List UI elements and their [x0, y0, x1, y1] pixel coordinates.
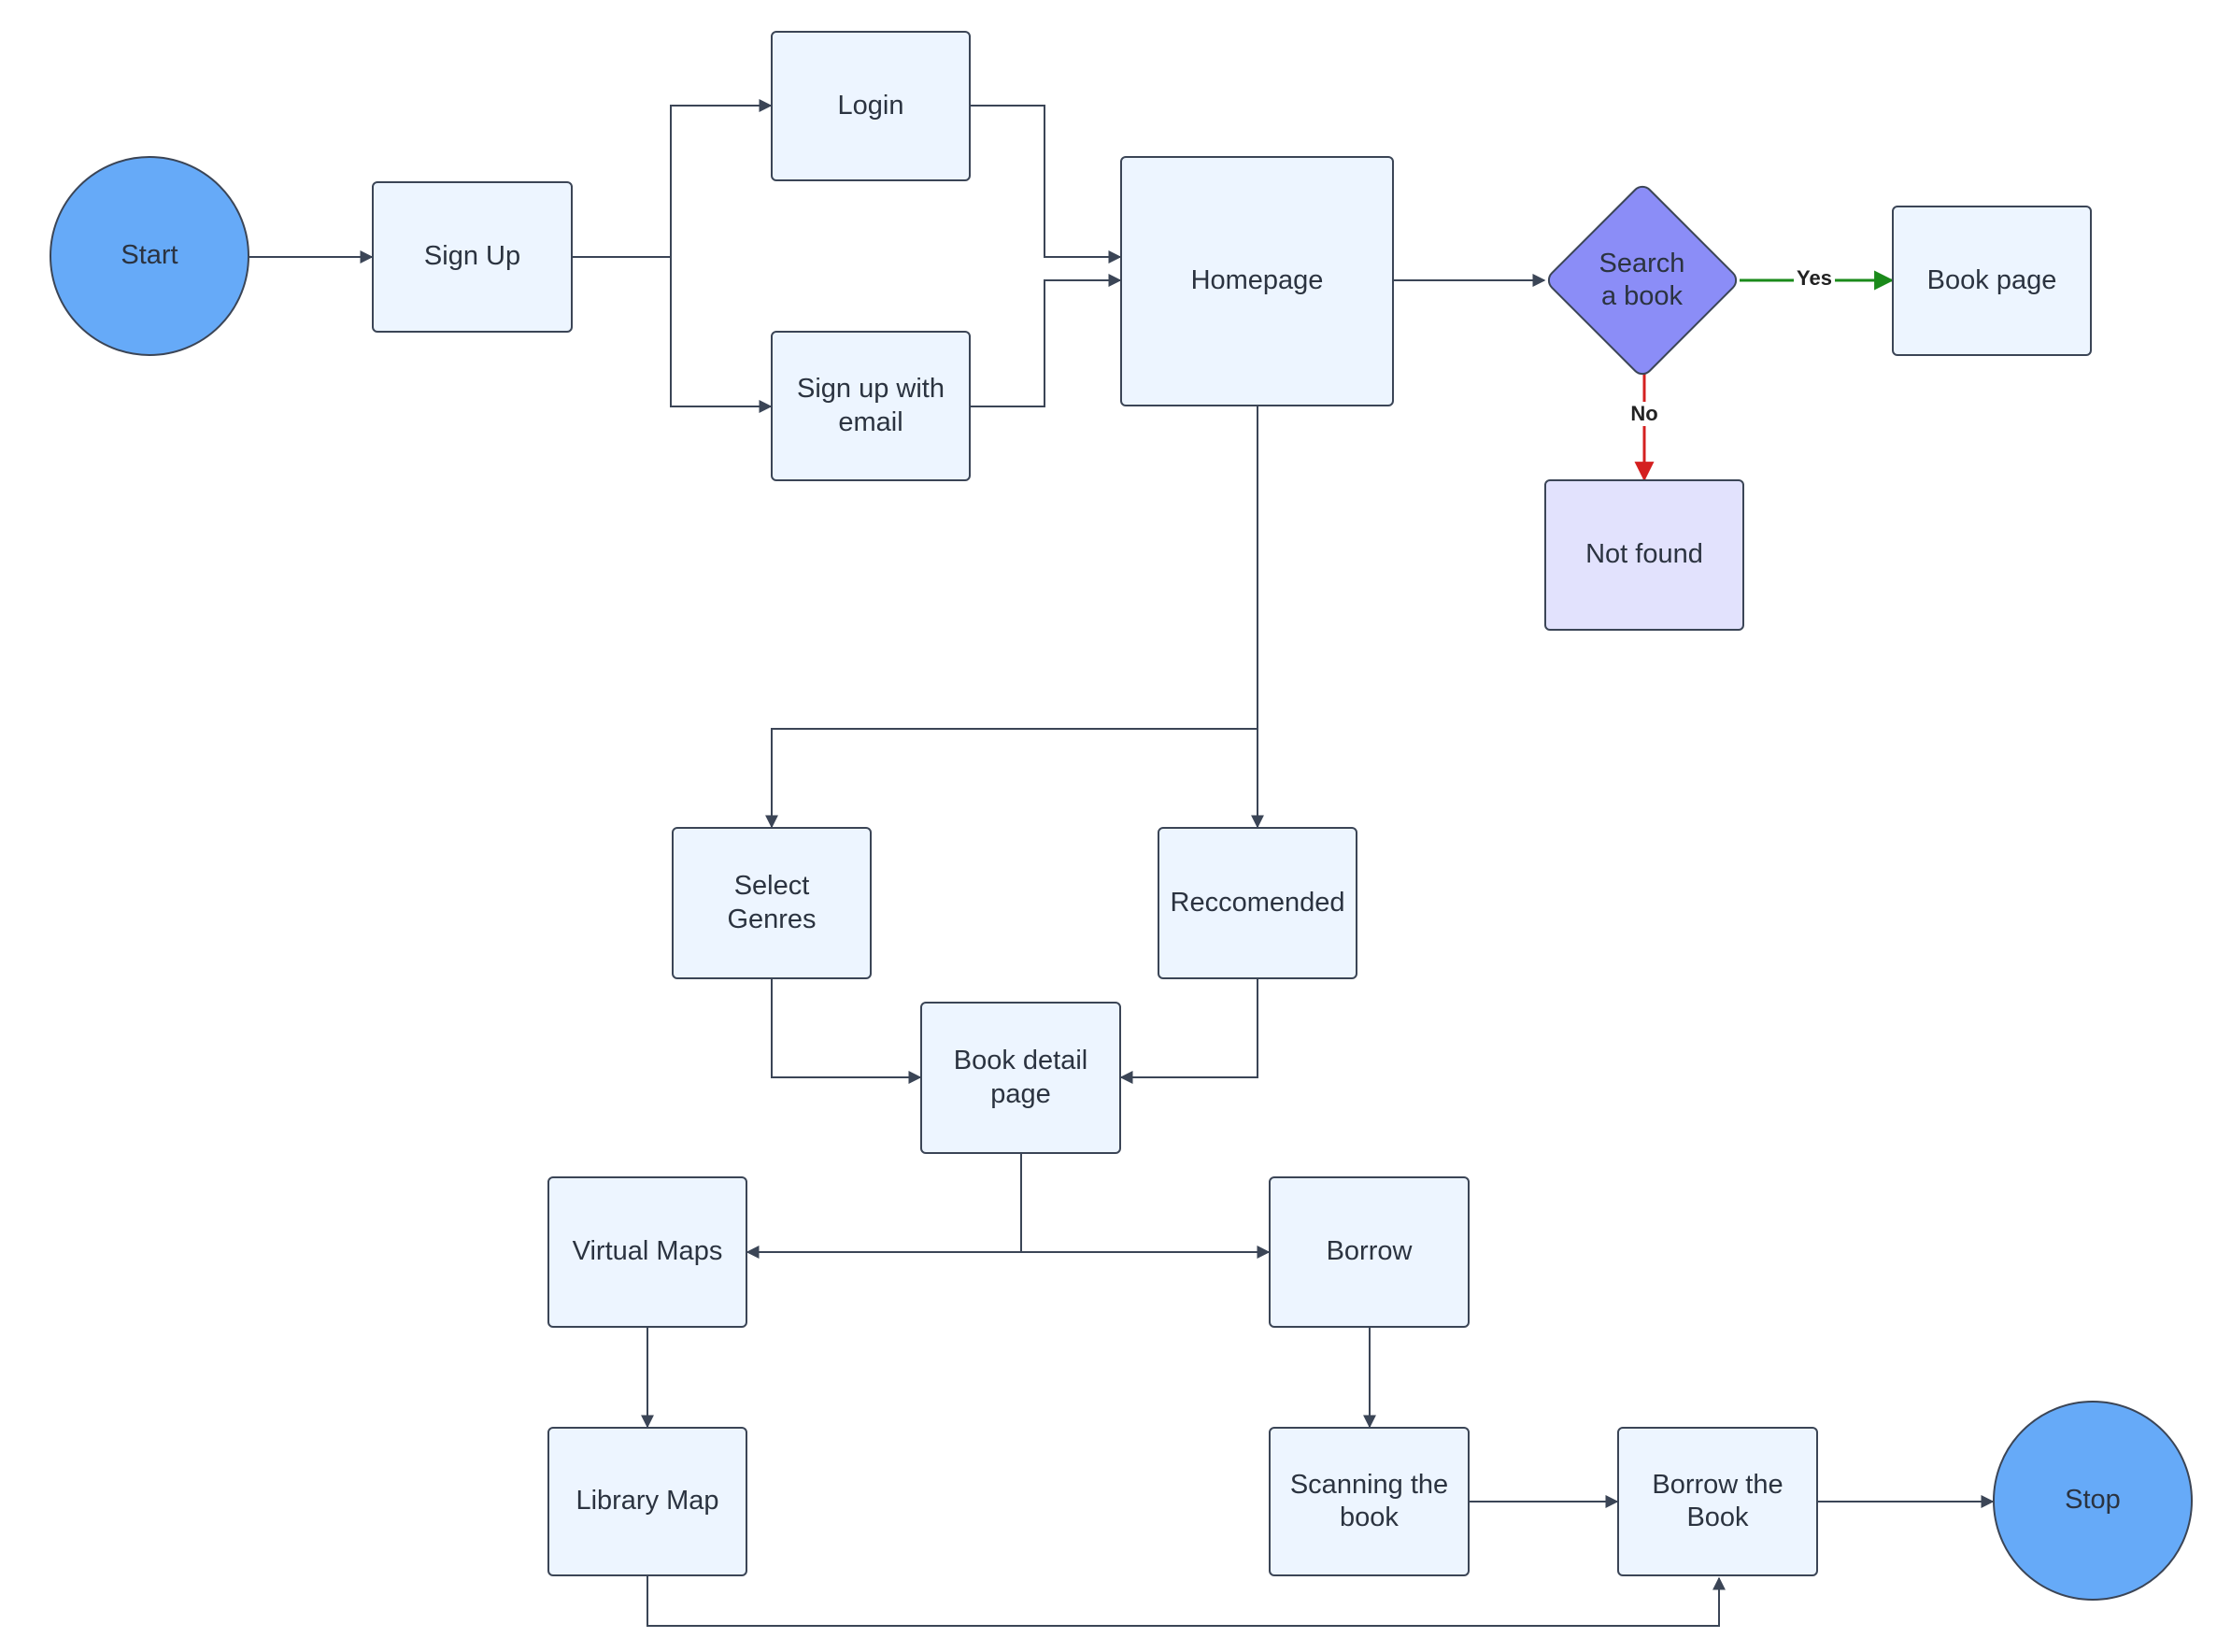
search-book-label: Search a book — [1599, 248, 1685, 311]
edge-login-homepage — [971, 105, 1122, 263]
select-genres-node[interactable]: Select Genres — [672, 827, 872, 979]
search-book-decision[interactable]: Search a book — [1542, 180, 1741, 380]
library-map-node[interactable]: Library Map — [547, 1427, 747, 1576]
scanning-node[interactable]: Scanning the book — [1269, 1427, 1470, 1576]
edge-detail-virtualmaps — [746, 1154, 1022, 1259]
library-map-label: Library Map — [576, 1486, 719, 1517]
start-node[interactable]: Start — [50, 156, 249, 356]
book-detail-node[interactable]: Book detail page — [920, 1002, 1121, 1154]
edge-genres-detail — [771, 979, 922, 1084]
book-page-node[interactable]: Book page — [1892, 206, 2092, 356]
sign-up-label: Sign Up — [423, 241, 521, 272]
not-found-node[interactable]: Not found — [1544, 479, 1744, 631]
yes-edge-label: Yes — [1794, 266, 1835, 291]
sign-up-node[interactable]: Sign Up — [372, 181, 573, 333]
select-genres-label: Select Genres — [727, 871, 817, 934]
borrow-node[interactable]: Borrow — [1269, 1176, 1470, 1328]
homepage-label: Homepage — [1190, 265, 1324, 296]
sign-up-email-label: Sign up with email — [797, 374, 945, 437]
borrow-label: Borrow — [1326, 1236, 1413, 1267]
login-label: Login — [837, 90, 904, 121]
login-node[interactable]: Login — [771, 31, 971, 181]
edge-homepage-genres — [765, 406, 1258, 829]
edge-signup-email — [573, 256, 773, 413]
stop-node[interactable]: Stop — [1993, 1401, 2193, 1601]
recommended-node[interactable]: Reccomended — [1158, 827, 1357, 979]
virtual-maps-label: Virtual Maps — [572, 1236, 723, 1267]
no-edge-label: No — [1627, 402, 1661, 426]
start-label: Start — [121, 240, 178, 271]
edge-librarymap-borrowbook — [647, 1576, 1726, 1627]
sign-up-email-node[interactable]: Sign up with email — [771, 331, 971, 481]
edge-email-homepage — [971, 274, 1122, 407]
book-detail-label: Book detail page — [953, 1046, 1088, 1109]
homepage-node[interactable]: Homepage — [1120, 156, 1394, 406]
edge-signup-login — [573, 99, 773, 258]
virtual-maps-node[interactable]: Virtual Maps — [547, 1176, 747, 1328]
not-found-label: Not found — [1585, 539, 1703, 570]
stop-label: Stop — [2065, 1485, 2121, 1516]
borrow-book-label: Borrow the Book — [1652, 1469, 1783, 1532]
scanning-label: Scanning the book — [1289, 1469, 1449, 1532]
recommended-label: Reccomended — [1170, 887, 1345, 918]
book-page-label: Book page — [1926, 264, 2057, 295]
edge-recommended-detail — [1119, 979, 1258, 1084]
borrow-book-node[interactable]: Borrow the Book — [1617, 1427, 1818, 1576]
